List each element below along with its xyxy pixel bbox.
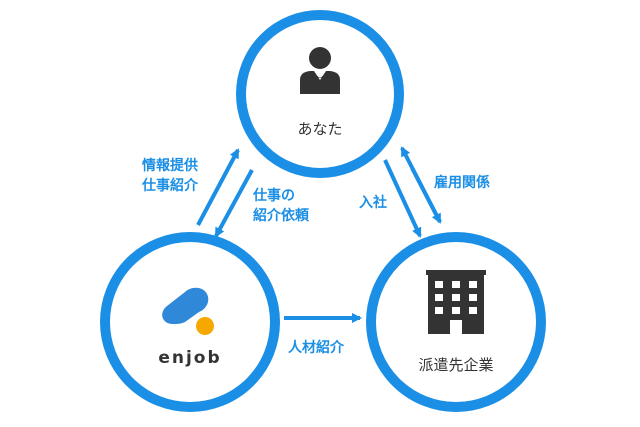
arrow-dispatch-to-you-back — [410, 167, 442, 224]
node-dispatch: 派遣先企業 — [366, 232, 546, 412]
label-dispatch-to-you: 雇用関係 — [434, 175, 490, 191]
node-enjob: enjob — [100, 232, 280, 412]
label-enjob-to-you: 情報提供 仕事紹介 — [142, 158, 198, 194]
building-icon — [426, 270, 486, 334]
label-you-to-enjob: 仕事の 紹介依頼 — [253, 188, 309, 224]
label-enjob-to-dispatch: 人材紹介 — [288, 340, 344, 356]
node-dispatch-label: 派遣先企業 — [418, 356, 494, 374]
label-you-to-dispatch: 入社 — [359, 195, 387, 211]
arrow-enjob-to-you — [196, 148, 240, 226]
node-you-label: あなた — [297, 120, 343, 138]
enjob-logo — [162, 287, 214, 335]
arrow-you-to-enjob — [214, 169, 254, 238]
arrow-you-to-dispatch — [383, 159, 422, 238]
node-you: あなた — [236, 10, 404, 178]
person-icon — [300, 47, 340, 94]
node-enjob-label: enjob — [158, 348, 222, 368]
